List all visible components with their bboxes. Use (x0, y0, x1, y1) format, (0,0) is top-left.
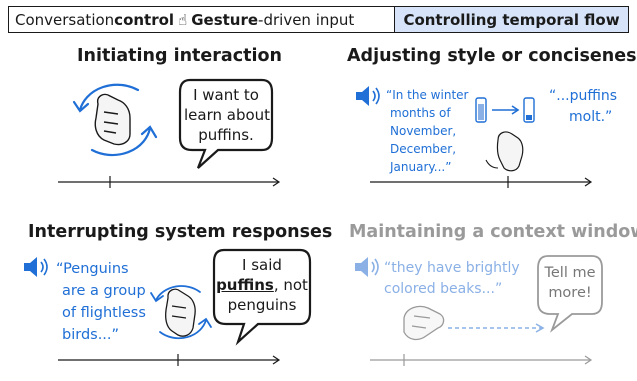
timeline-adjusting (370, 176, 593, 188)
hand-gesture-icon (403, 305, 445, 341)
title-maintaining: Maintaining a context window (349, 222, 637, 242)
quote-line: of flightless (62, 305, 146, 321)
bubble-bold: puffins (216, 276, 274, 294)
bubble-initiating: I want to learn about puffins. (184, 85, 271, 145)
hand-gesture-icon (94, 93, 131, 146)
speech-bubble-icon (212, 248, 312, 346)
timeline-interrupting (58, 354, 281, 366)
header-suffix: -driven input (258, 10, 355, 29)
timeline-maintaining (370, 354, 593, 366)
header-gesture: Gesture (191, 10, 259, 29)
bubble-line: puffins. (198, 126, 254, 144)
speaker-icon (24, 257, 48, 277)
bubble-line: I said (242, 256, 282, 274)
dashed-arrow-icon (448, 323, 545, 333)
speaker-icon (355, 257, 379, 277)
quote-line: colored beaks...” (384, 281, 503, 297)
bubble-line: I want to (193, 86, 259, 104)
quote-line: November, (390, 124, 457, 138)
quote-line: January...” (390, 160, 452, 174)
hand-gesture-icon (165, 288, 196, 337)
quote-line: birds...” (62, 327, 120, 343)
bubble-line: learn about (184, 106, 271, 124)
rotate-arrows-icon (150, 285, 212, 340)
quote-line: December, (390, 142, 457, 156)
speech-bubble-icon (178, 78, 274, 169)
phone-battery-icon (475, 97, 535, 123)
quote-adjusting-long: “In the winter months of November, Decem… (386, 86, 468, 176)
quote-adjusting-short: “...puffins molt.” (549, 86, 617, 128)
bubble-after: , not (273, 276, 308, 294)
bubble-line: puffins, not (216, 275, 308, 295)
arrow-right-icon (492, 105, 520, 115)
timeline-initiating (58, 176, 281, 188)
bubble-maintaining: Tell me more! (540, 263, 600, 303)
quote-line: molt.” (569, 109, 613, 125)
header-control: control (114, 10, 175, 29)
header-prefix: Conversation (15, 10, 115, 29)
quote-maintaining: “they have brightly colored beaks...” (384, 258, 520, 300)
quote-line: “...puffins (549, 88, 618, 104)
bubble-line: penguins (227, 296, 297, 314)
quote-line: are a group (62, 283, 146, 299)
quote-line: months of (390, 106, 451, 120)
bubble-line: more! (548, 285, 592, 301)
header-left: Conversation control ☝ Gesture -driven i… (9, 7, 395, 32)
rotate-arrows-icon (72, 83, 158, 157)
title-initiating: Initiating interaction (77, 46, 282, 66)
bubble-interrupting: I said puffins, not penguins (216, 255, 308, 315)
speech-bubble-icon (537, 255, 603, 333)
quote-line: “In the winter (386, 88, 469, 102)
title-interrupting: Interrupting system responses (28, 222, 333, 242)
title-adjusting: Adjusting style or conciseness (347, 46, 637, 66)
quote-line: “Penguins (56, 261, 129, 277)
quote-line: “they have brightly (384, 260, 520, 276)
bubble-line: Tell me (544, 265, 596, 281)
pointing-hand-icon: ☝ (178, 10, 188, 29)
quote-interrupting: “Penguins are a group of flightless bird… (56, 258, 146, 346)
hand-gesture-icon (496, 131, 524, 172)
speaker-icon (356, 86, 380, 106)
header-bar: Conversation control ☝ Gesture -driven i… (8, 6, 629, 33)
header-right-title: Controlling temporal flow (395, 7, 628, 32)
